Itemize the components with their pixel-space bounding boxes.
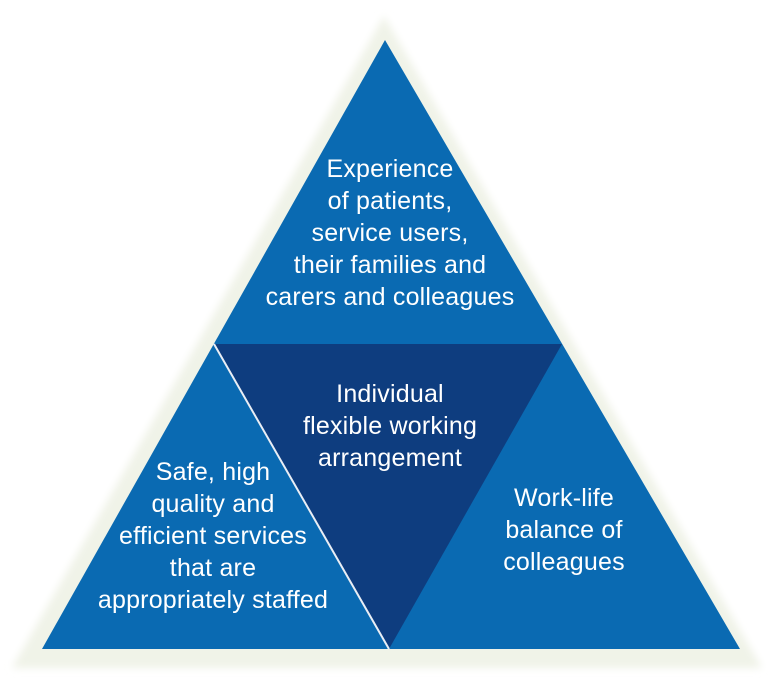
label-line: balance of [505,516,623,544]
label-line: Individual [336,380,444,408]
label-line: Work-life [514,484,614,512]
label-line: flexible working [302,412,478,440]
label-line: Experience [326,155,454,183]
center-section-label: Individual flexible working arrangement [303,378,477,474]
top-section-label: Experience of patients, service users, t… [266,153,515,313]
label-line: appropriately staffed [97,586,329,614]
label-line: efficient services [119,522,307,550]
label-line: quality and [151,490,275,518]
left-divider-line [213,343,390,650]
label-line: service users, [311,219,469,247]
label-line: that are [169,554,257,582]
label-line: their families and [293,251,487,279]
label-line: colleagues [503,548,625,576]
bottom-left-section-label: Safe, high quality and efficient service… [98,456,328,616]
label-line: carers and colleagues [265,283,515,311]
label-line: Safe, high [155,458,271,486]
label-line: of patients, [327,187,453,215]
center-inverted-triangle-shape [214,344,562,649]
label-line: arrangement [318,444,462,472]
bottom-right-section-label: Work-life balance of colleagues [503,482,625,578]
